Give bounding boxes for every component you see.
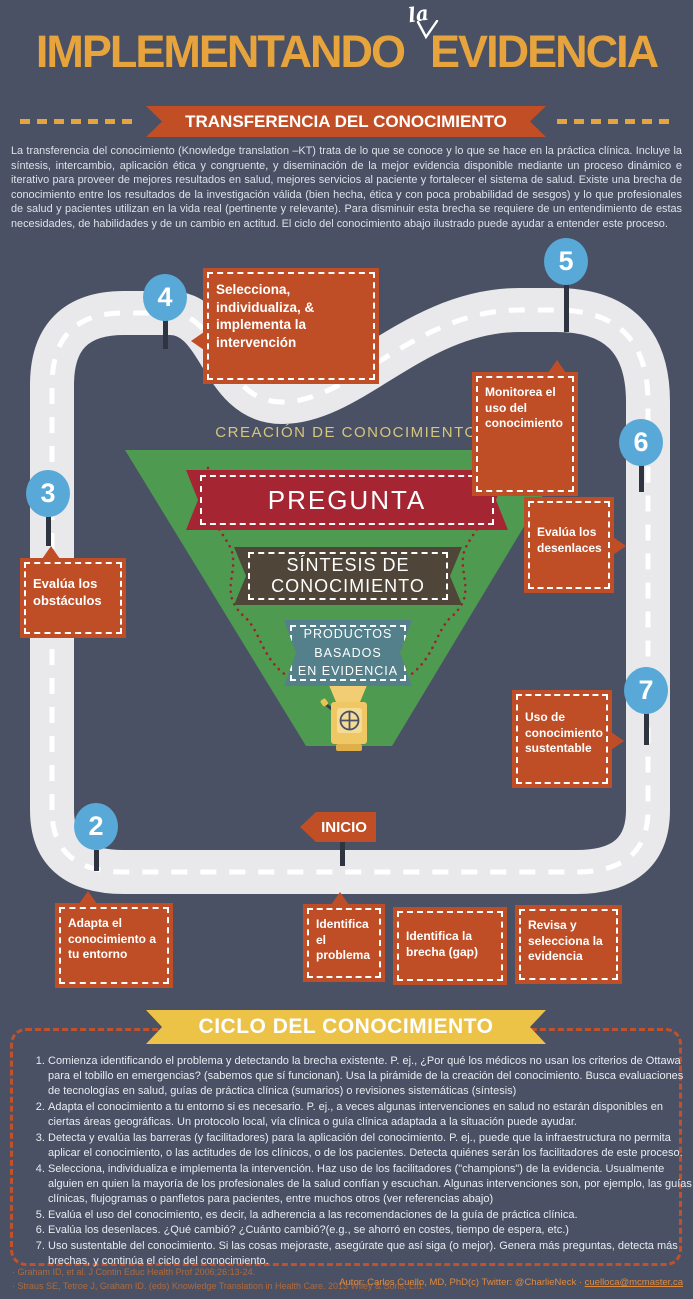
funnel-products-label: PRODUCTOS BASADOS EN EVIDENCIA (297, 626, 399, 679)
list-item: Selecciona, individualiza e implementa l… (48, 1162, 693, 1207)
banner-dashes-right (557, 119, 673, 124)
list-item: Uso sustentable del conocimiento. Si las… (48, 1239, 693, 1269)
banner-transferencia-label: TRANSFERENCIA DEL CONOCIMIENTO (185, 111, 507, 131)
funnel-question-banner: PREGUNTA (186, 470, 508, 530)
caret-icon (416, 20, 439, 40)
callout-step7: Uso de conocimiento sustentable (512, 690, 624, 788)
callout-step2-label: Adapta el conocimiento a tu entorno (59, 907, 169, 984)
inicio-post (340, 840, 345, 866)
callout-step1c: Revisa y selecciona la evidencia (515, 905, 622, 984)
callout-step1a-label: Identifica el problema (307, 908, 381, 978)
funnel-products-banner: PRODUCTOS BASADOS EN EVIDENCIA (284, 620, 412, 686)
funnel-synthesis-banner: SÍNTESIS DE CONOCIMIENTO (234, 547, 462, 605)
reference-line: · Straus SE, Tetroe J, Graham ID. (eds) … (12, 1280, 425, 1291)
list-item: Evalúa el uso del conocimiento, es decir… (48, 1208, 693, 1223)
callout-pointer (79, 891, 97, 904)
callout-step1c-label: Revisa y selecciona la evidencia (519, 909, 618, 980)
stop-2-post (94, 850, 99, 871)
callout-step6: Evalúa los desenlaces (524, 497, 626, 593)
creation-title: CREACIÓN DE CONOCIMIENTO (215, 424, 478, 441)
callout-step3: Evalúa los obstáculos (20, 546, 126, 638)
callout-pointer (331, 892, 349, 905)
callout-step5: Monitorea el uso del conocimiento (472, 360, 578, 496)
callout-step1b: Identifica la brecha (gap) (393, 907, 507, 985)
callout-step1b-label: Identifica la brecha (gap) (397, 911, 503, 981)
page-title-right: EVIDENCIA (430, 26, 659, 77)
author-email-link[interactable]: cuelloca@mcmaster.ca (584, 1277, 683, 1288)
author-credit: Autor: Carlos Cuello, MD, PhD(c) Twitter… (339, 1277, 683, 1288)
banner-ciclo-label: CICLO DEL CONOCIMIENTO (198, 1015, 494, 1038)
dashed-border (248, 552, 448, 600)
section-banner-transferencia: TRANSFERENCIA DEL CONOCIMIENTO (146, 106, 546, 137)
stop-badge-7: 7 (624, 667, 668, 714)
author-text: Autor: Carlos Cuello, MD, PhD(c) Twitter… (339, 1277, 585, 1288)
stop-4-post (163, 319, 168, 349)
list-item: Comienza identificando el problema y det… (48, 1054, 693, 1099)
callout-step4-label: Selecciona, individualiza, & implementa … (207, 272, 375, 380)
stop-badge-5: 5 (544, 238, 588, 285)
dashed-border (290, 625, 406, 681)
inicio-sign: INICIO (300, 812, 376, 842)
callout-step3-label: Evalúa los obstáculos (24, 562, 122, 634)
inicio-label: INICIO (321, 818, 367, 836)
cycle-steps-list: Comienza identificando el problema y det… (22, 1054, 693, 1270)
callout-pointer (191, 332, 204, 350)
dashed-border (200, 475, 494, 525)
stop-badge-4: 4 (143, 274, 187, 321)
callout-pointer (611, 732, 624, 750)
callout-step1a: Identifica el problema (303, 892, 385, 982)
funnel-question-label: PREGUNTA (267, 484, 427, 515)
stop-5-post (564, 284, 569, 332)
reference-line: · Graham ID, et al. J Contin Educ Health… (12, 1267, 256, 1277)
stop-badge-6: 6 (619, 419, 663, 466)
page-title: IMPLEMENTANDO EVIDENCIA (0, 26, 693, 78)
stop-badge-3: 3 (26, 470, 70, 517)
references: · Graham ID, et al. J Contin Educ Health… (12, 1266, 424, 1293)
callout-pointer (548, 360, 566, 373)
page-title-left: IMPLEMENTANDO (35, 26, 406, 77)
list-item: Evalúa los desenlaces. ¿Qué cambió? ¿Cuá… (48, 1223, 693, 1238)
callout-pointer (42, 546, 60, 559)
stop-badge-2: 2 (74, 803, 118, 850)
banner-dashes-left (20, 119, 136, 124)
section-banner-ciclo: CICLO DEL CONOCIMIENTO (146, 1010, 546, 1044)
stop-6-post (639, 464, 644, 492)
list-item: Adapta el conocimiento a tu entorno si e… (48, 1100, 693, 1130)
callout-step6-label: Evalúa los desenlaces (528, 501, 610, 589)
stop-7-post (644, 712, 649, 745)
stop-3-post (46, 516, 51, 546)
callout-step4: Selecciona, individualiza, & implementa … (191, 268, 379, 384)
callout-pointer (613, 537, 626, 555)
intro-paragraph: La transferencia del conocimiento (Knowl… (11, 145, 682, 231)
callout-step2: Adapta el conocimiento a tu entorno (55, 891, 173, 988)
list-item: Detecta y evalúa las barreras (y facilit… (48, 1131, 693, 1161)
callout-step5-label: Monitorea el uso del conocimiento (476, 376, 574, 492)
callout-step7-label: Uso de conocimiento sustentable (516, 694, 608, 784)
funnel-synthesis-label: SÍNTESIS DE CONOCIMIENTO (271, 555, 425, 596)
